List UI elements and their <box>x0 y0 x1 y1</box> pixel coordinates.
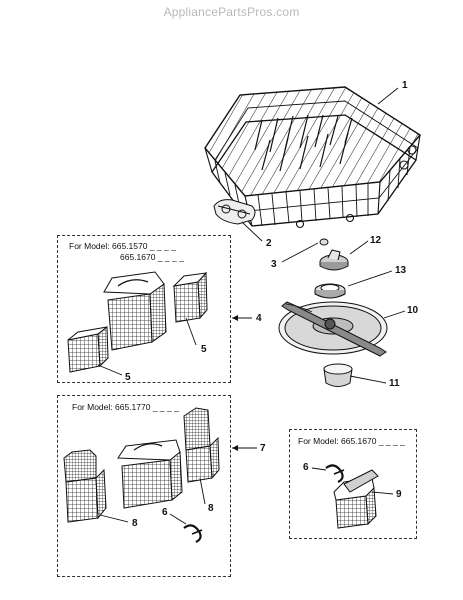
callout-8-left: 8 <box>132 518 138 529</box>
callout-9: 9 <box>396 489 402 500</box>
rack-wheel-part <box>213 199 256 225</box>
nut-part <box>319 238 329 246</box>
callout-7: 7 <box>260 443 266 454</box>
model-box-3 <box>289 429 417 539</box>
leader-lines <box>97 87 406 525</box>
model-box-1 <box>57 235 231 383</box>
callout-12: 12 <box>370 235 382 246</box>
watermark-text: AppliancePartsPros.com <box>163 5 300 19</box>
callout-4: 4 <box>256 313 262 324</box>
lower-dishrack <box>204 86 422 229</box>
callout-5-right: 5 <box>201 344 207 355</box>
arrow-4 <box>232 315 238 321</box>
callout-5-left: 5 <box>125 372 131 383</box>
box3-model-label: For Model: 665.1670 _ _ _ _ <box>298 436 405 446</box>
box1-model-label: For Model: 665.1570 _ _ _ _ <box>69 241 176 251</box>
callout-13: 13 <box>395 265 407 276</box>
box2-model-label: For Model: 665.1770 _ _ _ _ <box>72 402 179 412</box>
arrow-7 <box>232 445 238 451</box>
callout-2: 2 <box>266 238 272 249</box>
hub-cap-part <box>319 249 349 271</box>
callout-6-box2: 6 <box>162 507 168 518</box>
cup-part <box>323 363 353 387</box>
callout-8-right: 8 <box>208 503 214 514</box>
ring-part <box>314 283 346 299</box>
callout-10: 10 <box>407 305 419 316</box>
box2-baskets <box>63 407 220 543</box>
box3-basket <box>325 464 379 529</box>
callout-6-box3: 6 <box>303 462 309 473</box>
callout-3: 3 <box>271 259 277 270</box>
box1-model-label-2: 665.1670 _ _ _ _ <box>120 252 184 262</box>
model-box-2 <box>57 395 231 577</box>
callout-1: 1 <box>402 80 408 91</box>
box1-baskets <box>67 271 208 373</box>
spray-arm-part <box>278 301 388 357</box>
callout-11: 11 <box>389 378 400 389</box>
